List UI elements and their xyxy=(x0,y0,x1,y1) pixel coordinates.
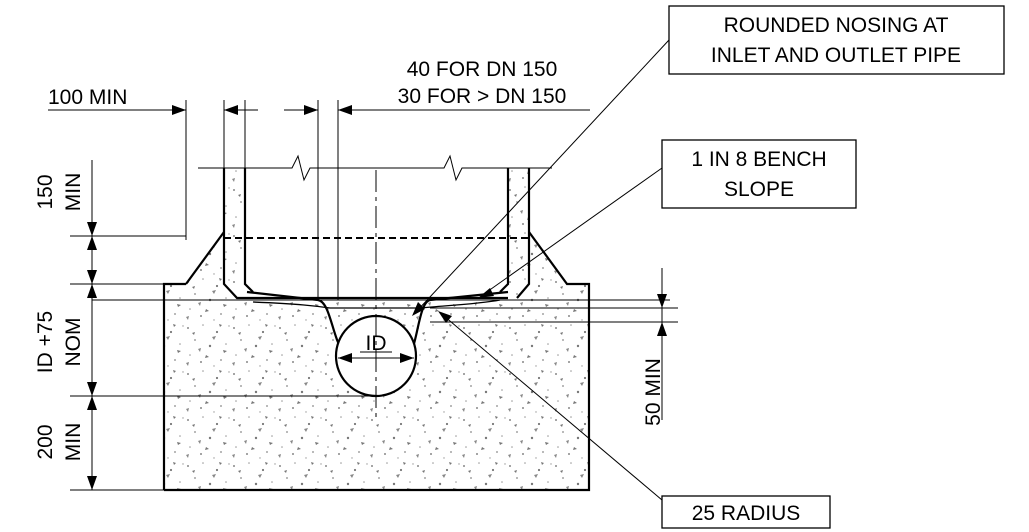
left-vertical-dimension xyxy=(70,160,372,491)
wall-thickness-line-1: 40 FOR DN 150 xyxy=(407,58,558,81)
bench-label-line-1: 1 IN 8 BENCH xyxy=(691,148,826,171)
wall-thickness-line-2: 30 FOR > DN 150 xyxy=(398,85,567,108)
channel-line xyxy=(252,299,501,309)
wall-right-hatch xyxy=(508,168,529,286)
nosing-callout: ROUNDED NOSING AT INLET AND OUTLET PIPE xyxy=(412,5,1005,316)
base-dim-line-1: 200 xyxy=(34,424,57,459)
pipe-dim-arrow-left xyxy=(338,353,352,363)
wall-right xyxy=(516,168,531,299)
radius-label: 25 RADIUS xyxy=(692,502,801,525)
pipe-dim-arrow-right xyxy=(400,353,414,363)
bench-height-line-1: ID +75 xyxy=(34,311,57,373)
bench-height-line-2: NOM xyxy=(62,318,85,367)
radius-callout: 25 RADIUS xyxy=(438,311,831,529)
wall-min-label: 100 MIN xyxy=(48,86,127,109)
wall-thickness-dimension: 40 FOR DN 150 30 FOR > DN 150 xyxy=(284,58,590,300)
collar-dim-line-2: MIN xyxy=(62,173,85,212)
cover-dim-label: 50 MIN xyxy=(642,358,665,426)
cover-dimension xyxy=(430,268,678,420)
wall-left-hatch xyxy=(224,168,245,286)
wall-left-inner xyxy=(243,168,254,293)
break-line xyxy=(198,154,552,182)
wall-left xyxy=(222,168,508,300)
bench-label-line-2: SLOPE xyxy=(724,178,794,201)
wall-right-inner xyxy=(499,168,510,293)
nosing-label-line-2: INLET AND OUTLET PIPE xyxy=(711,44,961,67)
wall-min-dimension: 100 MIN xyxy=(48,86,258,240)
base-dim-line-2: MIN xyxy=(62,423,85,462)
nosing-label-line-1: ROUNDED NOSING AT xyxy=(724,14,949,37)
collar-dim-line-1: 150 xyxy=(34,174,57,209)
bench-slope-callout: 1 IN 8 BENCH SLOPE xyxy=(478,139,857,298)
